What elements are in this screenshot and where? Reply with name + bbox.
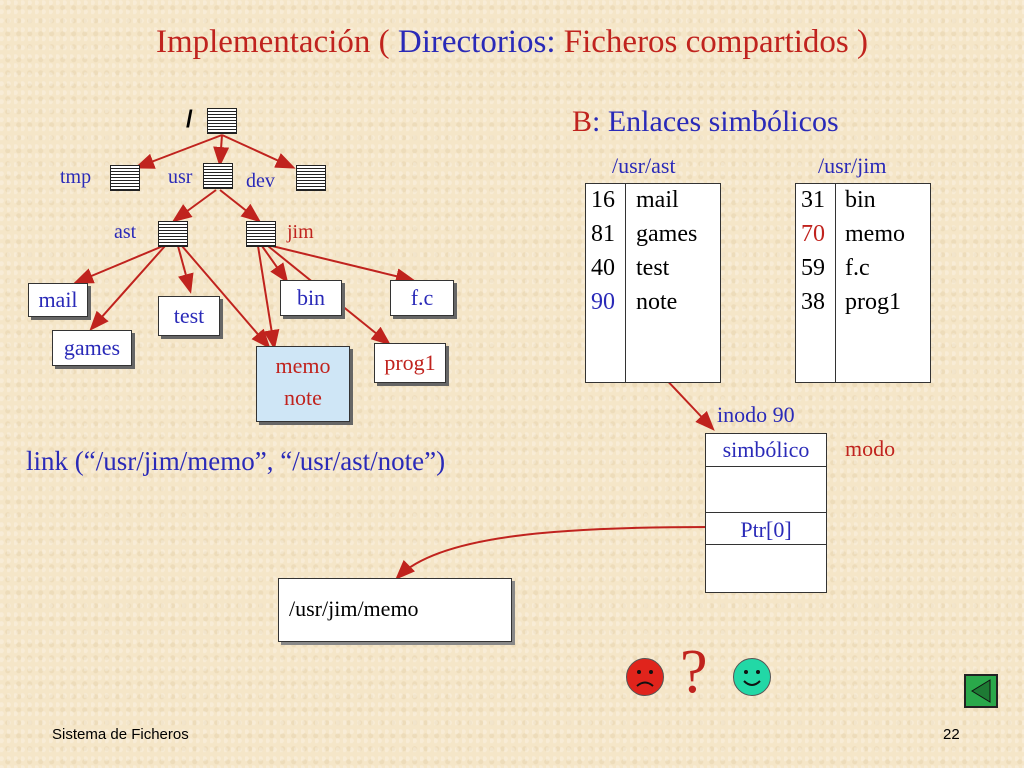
back-arrow-icon bbox=[971, 679, 991, 703]
tmp-folder-icon bbox=[110, 165, 140, 191]
usr-ast-header: /usr/ast bbox=[612, 153, 676, 178]
edge-jim-bin bbox=[261, 245, 289, 284]
file-fc: f.c bbox=[390, 280, 454, 316]
section-heading: B: Enlaces simbólicos bbox=[572, 105, 839, 139]
edge-ast-test bbox=[177, 245, 194, 294]
section-heading-b: B bbox=[572, 105, 593, 138]
usr-ast-inode-1: 16 bbox=[591, 187, 615, 213]
edge-usr-ast bbox=[171, 189, 217, 223]
usr-ast-inode-2: 81 bbox=[591, 221, 615, 247]
sad-face-icon bbox=[626, 658, 664, 696]
edge-root-dev bbox=[221, 134, 296, 169]
edge-ast-games bbox=[89, 245, 166, 331]
usr-ast-name-1: mail bbox=[636, 187, 679, 213]
usr-ast-inode-3: 40 bbox=[591, 255, 615, 281]
usr-jim-name-1: bin bbox=[845, 187, 876, 213]
usr-jim-inode-2: 70 bbox=[801, 221, 825, 247]
sad-face-features bbox=[636, 670, 654, 687]
usr-ast-separator bbox=[625, 184, 626, 382]
inode-divider-1 bbox=[706, 466, 826, 467]
edge-ast-memo bbox=[181, 245, 271, 350]
usr-jim-header: /usr/jim bbox=[818, 153, 887, 178]
previous-slide-button[interactable] bbox=[964, 674, 998, 708]
happy-face-icon bbox=[733, 658, 771, 696]
root-label: / bbox=[186, 106, 193, 133]
edge-jim-memo bbox=[257, 245, 280, 350]
jim-label: jim bbox=[287, 221, 314, 243]
usr-jim-inode-3: 59 bbox=[801, 255, 825, 281]
jim-folder-icon bbox=[246, 221, 276, 247]
usr-jim-inode-4: 38 bbox=[801, 289, 825, 315]
title-part-2: Directorios: bbox=[397, 24, 564, 60]
file-mail: mail bbox=[28, 283, 88, 317]
usr-ast-name-3: test bbox=[636, 255, 670, 281]
file-games: games bbox=[52, 330, 132, 366]
root-folder-icon bbox=[207, 108, 237, 134]
inode-ptr: Ptr[0] bbox=[740, 517, 792, 542]
usr-ast-name-2: games bbox=[636, 221, 698, 247]
edge-ptr-path bbox=[395, 526, 711, 580]
edge-root-usr bbox=[213, 134, 230, 167]
page-title: Implementación ( Directorios: Ficheros c… bbox=[0, 22, 1024, 62]
usr-jim-table bbox=[795, 183, 931, 383]
ast-folder-icon bbox=[158, 221, 188, 247]
inode-divider-3 bbox=[706, 544, 826, 545]
edge-jim-fc bbox=[271, 245, 416, 284]
usr-jim-name-2: memo bbox=[845, 221, 905, 247]
edge-ast-mail bbox=[73, 245, 164, 284]
usr-jim-separator bbox=[835, 184, 836, 382]
usr-ast-name-4: note bbox=[636, 289, 678, 315]
title-part-3: Ficheros compartidos ) bbox=[563, 24, 869, 60]
file-memo-note: memo note bbox=[256, 346, 350, 422]
footer-title: Sistema de Ficheros bbox=[52, 726, 189, 743]
ast-label: ast bbox=[114, 221, 137, 243]
usr-ast-table bbox=[585, 183, 721, 383]
file-note-label: note bbox=[284, 385, 322, 410]
path-box: /usr/jim/memo bbox=[278, 578, 512, 642]
dev-label: dev bbox=[246, 170, 275, 192]
mode-label: modo bbox=[845, 436, 896, 461]
section-heading-rest: : Enlaces simbólicos bbox=[592, 105, 839, 138]
inode-divider-2 bbox=[706, 512, 826, 513]
inode-type: simbólico bbox=[722, 437, 810, 462]
file-memo-label: memo bbox=[275, 353, 331, 378]
usr-folder-icon bbox=[203, 163, 233, 189]
file-bin: bin bbox=[280, 280, 342, 316]
inode-header: inodo 90 bbox=[717, 402, 795, 427]
dev-folder-icon bbox=[296, 165, 326, 191]
usr-jim-name-4: prog1 bbox=[845, 289, 901, 315]
file-prog1: prog1 bbox=[374, 343, 446, 383]
usr-ast-inode-4: 90 bbox=[591, 289, 615, 315]
edge-root-tmp bbox=[134, 134, 223, 169]
usr-label: usr bbox=[168, 166, 193, 188]
path-box-text: /usr/jim/memo bbox=[289, 596, 419, 621]
link-call-text: link (“/usr/jim/memo”, “/usr/ast/note”) bbox=[26, 446, 446, 476]
question-mark: ? bbox=[680, 638, 708, 706]
happy-face-features bbox=[743, 670, 761, 686]
tmp-label: tmp bbox=[60, 166, 92, 188]
file-test: test bbox=[158, 296, 220, 336]
usr-jim-inode-1: 31 bbox=[801, 187, 825, 213]
page-number: 22 bbox=[943, 726, 960, 743]
usr-jim-name-3: f.c bbox=[845, 255, 870, 281]
title-part-1: Implementación ( bbox=[155, 24, 398, 60]
inode-box bbox=[705, 433, 827, 593]
edge-usr-jim bbox=[219, 189, 262, 223]
